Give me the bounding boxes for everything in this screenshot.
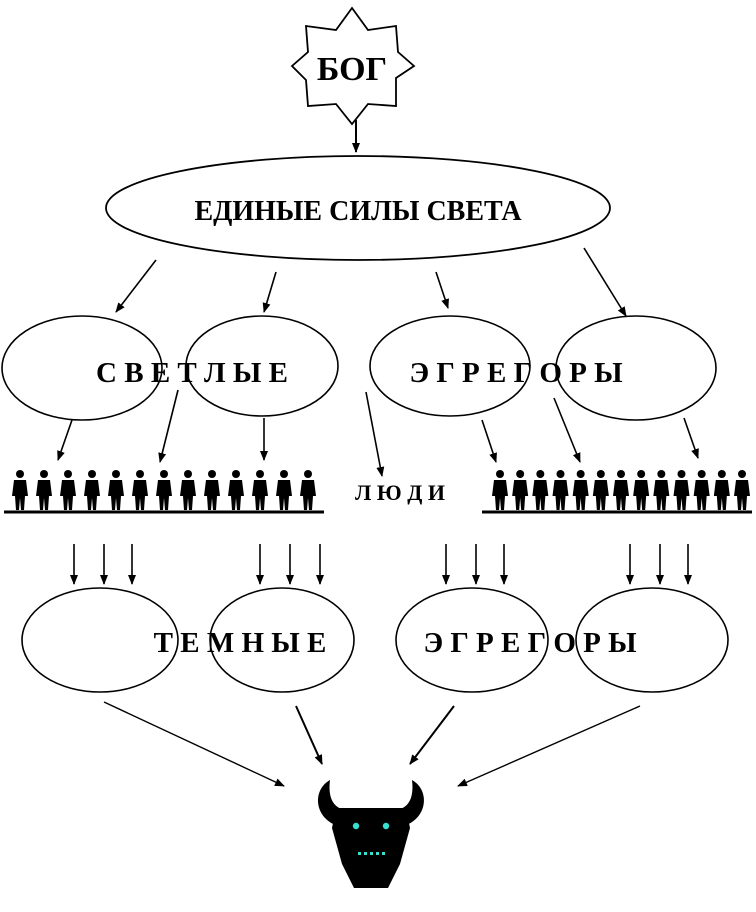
dark-egregor-ellipse-3 xyxy=(395,587,549,693)
people-label: Л Ю Д И xyxy=(355,480,445,505)
person-figure xyxy=(653,470,670,510)
person-figure xyxy=(512,470,529,510)
person-figure xyxy=(693,470,710,510)
dark-egregor-ellipse-1 xyxy=(21,587,179,693)
arrow-light-to-people-5 xyxy=(481,419,497,463)
arrow-forces-to-light-4 xyxy=(583,247,627,317)
person-figure xyxy=(84,470,100,510)
united-forces-ellipse xyxy=(105,155,611,261)
dark-egregor-ellipse-4 xyxy=(575,587,729,693)
devil-bull-head-icon xyxy=(318,780,424,888)
arrow-dark-to-devil-2 xyxy=(295,705,323,765)
person-figure xyxy=(132,470,148,510)
person-figure xyxy=(713,470,730,510)
united-forces-node: ЕДИНЫЕ СИЛЫ СВЕТА xyxy=(105,155,611,261)
person-figure xyxy=(734,470,750,510)
light-egregor-ellipse-2 xyxy=(185,315,339,417)
person-figure xyxy=(552,470,569,510)
person-figure xyxy=(12,470,28,510)
person-figure xyxy=(36,470,52,510)
united-forces-label: ЕДИНЫЕ СИЛЫ СВЕТА xyxy=(194,196,522,227)
person-figure xyxy=(252,470,268,510)
arrow-dark-to-devil-1 xyxy=(103,701,285,787)
god-node: БОГ xyxy=(290,6,416,126)
light-egregor-ellipse-4 xyxy=(555,315,717,421)
arrow-dark-to-devil-4 xyxy=(457,705,641,787)
person-figure xyxy=(492,470,508,510)
person-figure xyxy=(228,470,244,510)
dark-label-1: Т Е М Н Ы Е xyxy=(154,627,327,659)
person-figure xyxy=(276,470,292,510)
arrow-light-to-people-7 xyxy=(683,417,699,459)
arrow-light-to-people-4 xyxy=(365,391,385,477)
person-figure xyxy=(633,470,650,510)
person-figure xyxy=(532,470,549,510)
person-figure xyxy=(204,470,220,510)
person-figure xyxy=(108,470,124,510)
dark-egregor-ellipse-2 xyxy=(209,587,355,693)
people-group-right xyxy=(492,470,750,510)
light-label-1: С В Е Т Л Ы Е xyxy=(96,357,288,389)
person-figure xyxy=(673,470,690,510)
person-figure xyxy=(592,470,609,510)
arrows-people-to-dark xyxy=(70,544,692,585)
arrow-dark-to-devil-3 xyxy=(409,705,455,765)
arrow-light-to-people-1 xyxy=(57,419,73,461)
person-figure xyxy=(60,470,76,510)
arrow-forces-to-light-3 xyxy=(435,271,449,309)
arrow-light-to-people-6 xyxy=(553,397,581,463)
person-figure xyxy=(300,470,316,510)
god-label: БОГ xyxy=(317,51,387,88)
person-figure xyxy=(613,470,629,510)
light-egregor-ellipse-1 xyxy=(1,315,163,421)
light-egregor-ellipse-3 xyxy=(369,315,531,417)
person-figure xyxy=(572,470,589,510)
people-group-left xyxy=(12,470,316,510)
god-star-shape xyxy=(290,6,416,126)
arrow-light-to-people-2 xyxy=(158,389,179,463)
person-figure xyxy=(180,470,196,510)
arrow-forces-to-light-1 xyxy=(115,259,157,313)
light-label-2: Э Г Р Е Г О Р Ы xyxy=(409,357,622,389)
arrow-forces-to-light-2 xyxy=(262,271,277,313)
dark-label-2: Э Г Р Е Г О Р Ы xyxy=(423,627,636,659)
person-figure xyxy=(156,470,172,510)
